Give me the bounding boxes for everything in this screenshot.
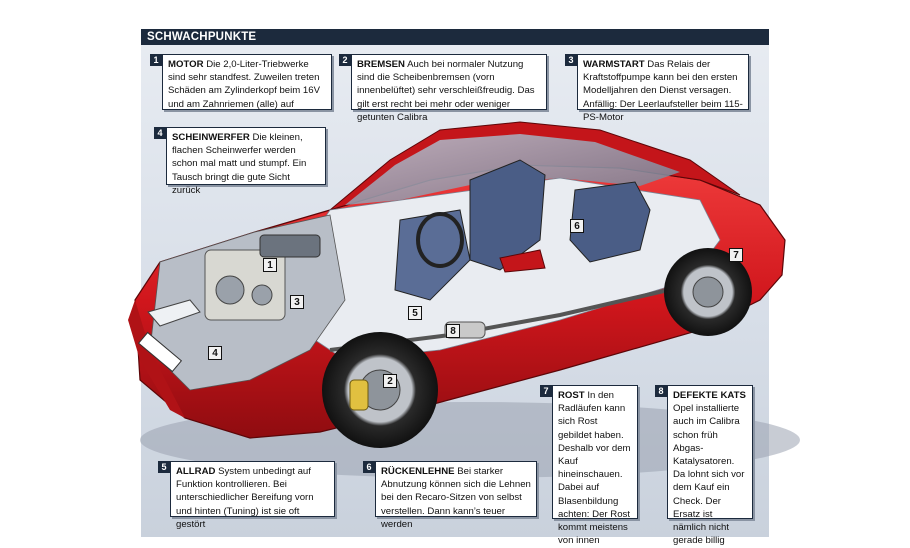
callout-warmstart: WARMSTART Das Relais der Kraftstoffpumpe… bbox=[577, 54, 749, 123]
callout-text: Die kleinen, flachen Scheinwerfer werden… bbox=[172, 132, 307, 196]
callout-number-6: 6 bbox=[363, 461, 375, 473]
callout-number-8: 8 bbox=[655, 385, 667, 397]
callout-rost: ROST In den Radläufen kann sich Rost geb… bbox=[552, 385, 638, 546]
callout-text: Das Relais der Kraftstoffpumpe kann bei … bbox=[583, 59, 743, 123]
callout-number-3: 3 bbox=[565, 54, 577, 66]
marker-4: 4 bbox=[208, 346, 222, 360]
rear-seat bbox=[569, 181, 651, 263]
callout-allrad: ALLRAD System unbedingt auf Funktion kon… bbox=[170, 461, 335, 530]
callout-number-4: 4 bbox=[154, 127, 166, 139]
callout-number-1: 1 bbox=[150, 54, 162, 66]
marker-6: 6 bbox=[570, 219, 584, 233]
callout-text: Die 2,0-Liter-Triebwerke sind sehr stand… bbox=[168, 59, 320, 110]
callout-keyword: ROST bbox=[558, 390, 585, 401]
callout-keyword: ALLRAD bbox=[176, 466, 216, 477]
callout-number-5: 5 bbox=[158, 461, 170, 473]
callout-defekte-kats: DEFEKTE KATS Opel installierte auch im C… bbox=[667, 385, 753, 546]
page-title: SCHWACHPUNKTE bbox=[147, 31, 257, 43]
marker-1: 1 bbox=[263, 258, 277, 272]
callout-text: In den Radläufen kann sich Rost gebildet… bbox=[558, 390, 631, 547]
callout-keyword: RÜCKENLEHNE bbox=[381, 466, 455, 477]
headlight bbox=[147, 299, 201, 327]
callout-number-7: 7 bbox=[540, 385, 552, 397]
callout-text: Auch bei normaler Nutzung sind die Schei… bbox=[357, 59, 535, 123]
callout-number-2: 2 bbox=[339, 54, 351, 66]
callout-bremsen: BREMSEN Auch bei normaler Nutzung sind d… bbox=[351, 54, 547, 123]
front-bumper bbox=[128, 300, 185, 418]
callout-keyword: BREMSEN bbox=[357, 59, 405, 70]
callout-text: Opel installierte auch im Calibra schon … bbox=[673, 403, 745, 547]
callout-keyword: DEFEKTE KATS bbox=[673, 390, 746, 401]
marker-8: 8 bbox=[446, 324, 460, 338]
callout-keyword: WARMSTART bbox=[583, 59, 645, 70]
callout-rueckenlehne: RÜCKENLEHNE Bei starker Abnutzung können… bbox=[375, 461, 537, 530]
callout-text: System unbedingt auf Funktion kontrollie… bbox=[176, 466, 314, 530]
callout-keyword: SCHEINWERFER bbox=[172, 132, 250, 143]
marker-2: 2 bbox=[383, 374, 397, 388]
air-intake bbox=[259, 234, 321, 258]
callout-motor: MOTOR Die 2,0-Liter-Triebwerke sind sehr… bbox=[162, 54, 332, 110]
header-bar bbox=[141, 29, 769, 45]
marker-7: 7 bbox=[729, 248, 743, 262]
callout-text: Bei starker Abnutzung können sich die Le… bbox=[381, 466, 531, 530]
callout-keyword: MOTOR bbox=[168, 59, 204, 70]
marker-5: 5 bbox=[408, 306, 422, 320]
marker-3: 3 bbox=[290, 295, 304, 309]
callout-scheinwerfer: SCHEINWERFER Die kleinen, flachen Schein… bbox=[166, 127, 326, 196]
